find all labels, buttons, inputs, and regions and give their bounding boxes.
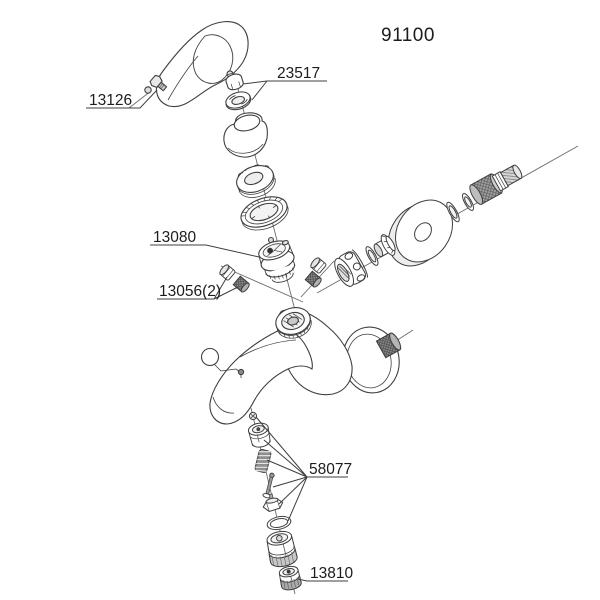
part-label-13810: 13810 (310, 565, 353, 582)
cartridge-seat (275, 307, 312, 339)
spout (209, 327, 313, 425)
wall-escutcheon-disc (388, 199, 453, 267)
spout-tip-shading (212, 396, 235, 414)
leader-lines (86, 80, 348, 582)
seal-washer-small (446, 201, 460, 223)
diverter-cap (247, 422, 271, 448)
cap-screw-23517 (225, 70, 244, 91)
lever-handle (155, 21, 249, 108)
o-ring (266, 515, 292, 531)
diagram-title: 91100 (381, 25, 435, 46)
seal-washer (462, 193, 474, 211)
check-valve-left-body (232, 275, 250, 293)
part-label-23517: 23517 (277, 65, 320, 82)
grip-ring-nut (236, 164, 276, 199)
detail-balloon (200, 347, 245, 378)
cartridge-lock-ring (240, 196, 289, 231)
eccentric-wall-union (469, 164, 523, 205)
cap-ring-23517 (225, 91, 252, 111)
cartridge (258, 236, 296, 283)
part-label-13126: 13126 (89, 92, 132, 109)
diverter-rod (262, 472, 275, 499)
spout-crease (239, 339, 297, 358)
handle-fixing-screw (144, 74, 168, 94)
diverter-screw (248, 411, 258, 421)
check-valve-right-nut (310, 257, 327, 274)
union-washer (365, 246, 379, 266)
union-adapter (373, 234, 396, 258)
wall-inlet-fitting (375, 332, 402, 359)
swivel-nut (334, 249, 369, 287)
handle-dome-cover (223, 112, 268, 158)
diverter-spring (254, 449, 272, 473)
diverter-nut (262, 493, 284, 512)
assembly-axis-lines (128, 57, 579, 595)
part-label-58077: 58077 (309, 461, 352, 478)
part-label-13080: 13080 (153, 229, 196, 246)
check-valve-left-nut (219, 264, 236, 281)
outlet-housing (266, 530, 298, 568)
part-label-13056: 13056(2) (159, 283, 221, 300)
check-valve-right-body (304, 270, 322, 288)
outlet-insert-13810 (278, 565, 302, 591)
